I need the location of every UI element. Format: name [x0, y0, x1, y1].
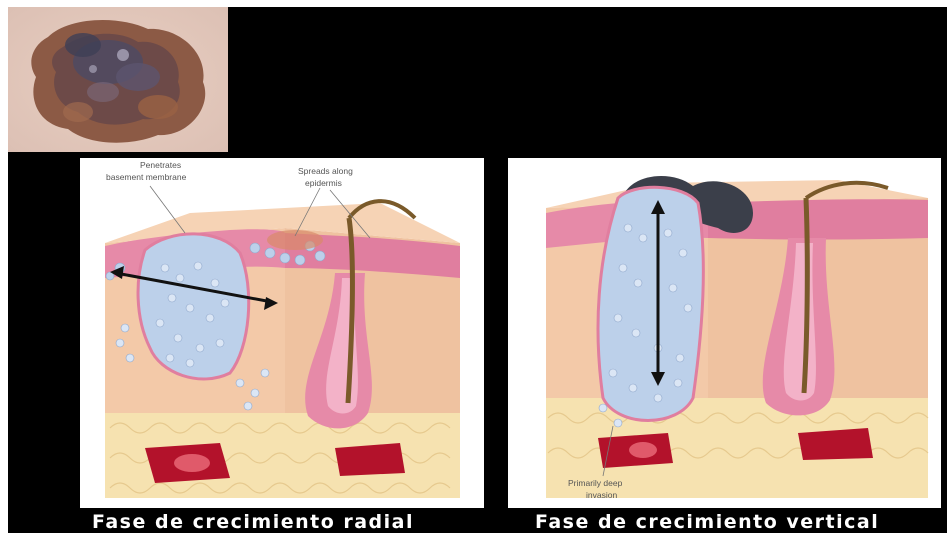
label-invasion-line2: invasion — [586, 490, 617, 500]
label-invasion-line1: Primarily deep — [568, 478, 623, 488]
caption-vertical-growth: Fase de crecimiento vertical — [535, 510, 879, 534]
label-spreads-line2: epidermis — [305, 178, 342, 188]
radial-growth-diagram: Penetrates basement membrane Spreads alo… — [80, 158, 484, 508]
label-penetrates-line2: basement membrane — [106, 172, 187, 182]
label-spreads-line1: Spreads along — [298, 166, 353, 176]
melanoma-lesion-photo — [8, 7, 228, 152]
caption-radial-growth: Fase de crecimiento radial — [92, 510, 414, 534]
vertical-growth-diagram: Primarily deep invasion — [508, 158, 941, 508]
label-penetrates-line1: Penetrates — [140, 160, 181, 170]
